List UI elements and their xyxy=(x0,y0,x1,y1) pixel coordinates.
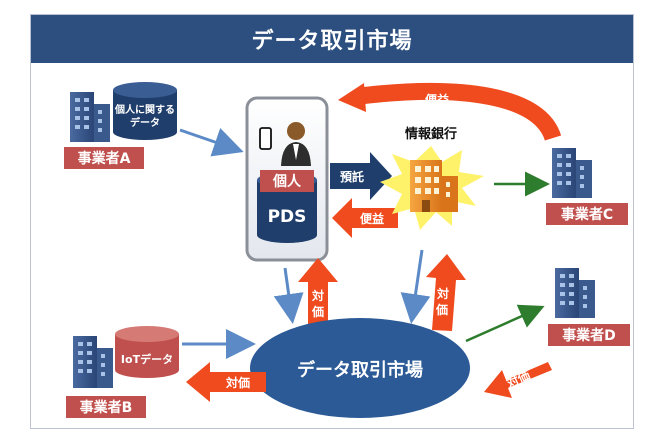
diagram-title: データ取引市場 xyxy=(31,15,633,63)
business-a-label-box xyxy=(64,147,144,169)
business-a-label: 事業者A xyxy=(78,150,131,167)
personal-data-label-2: データ xyxy=(130,116,160,129)
price-bank-label: 対価 xyxy=(0,0,2,1)
entrust-arrow xyxy=(330,152,392,200)
pds-label: PDS xyxy=(268,207,307,227)
business-d-building-icon xyxy=(555,268,595,318)
business-b-building-icon xyxy=(73,336,113,388)
entrust-label: 預託 xyxy=(340,169,364,184)
arrow-bank-to-market xyxy=(400,249,431,324)
business-c-building-icon xyxy=(552,148,592,198)
iot-data-database-icon xyxy=(115,326,179,378)
price-pds-label-2: 価 xyxy=(311,304,324,319)
person-label: 個人 xyxy=(272,173,302,190)
data-market-label: データ取引市場 xyxy=(297,359,423,381)
smartphone-icon xyxy=(259,127,272,150)
arrow-a-to-pds xyxy=(179,127,244,157)
price-b-label: 対価 xyxy=(225,375,250,390)
bank-building-icon xyxy=(410,160,458,212)
personal-data-label-1: 個人に関する xyxy=(114,103,175,116)
business-d-label: 事業者D xyxy=(562,327,616,344)
person-icon xyxy=(281,122,311,166)
price-pds-label-1: 対 xyxy=(311,288,324,303)
iot-data-label: IoTデータ xyxy=(121,352,173,366)
person-label-box xyxy=(260,170,314,192)
price-bank-label-1: 対 xyxy=(436,286,449,301)
bank-label: 情報銀行 xyxy=(405,126,457,142)
price-bank-label-2: 価 xyxy=(435,302,448,317)
price-b-arrow xyxy=(186,362,266,402)
price-bank-arrow xyxy=(426,254,466,331)
arrow-market-to-d xyxy=(465,304,545,343)
price-d-arrow xyxy=(484,362,552,398)
business-b-label-box xyxy=(66,396,146,418)
benefit-top-arrow xyxy=(338,82,562,142)
data-market-ellipse xyxy=(250,318,470,418)
benefit-mid-arrow xyxy=(332,198,398,238)
arrow-pds-to-market xyxy=(273,267,304,324)
business-a-building-icon xyxy=(70,92,110,142)
price-pds-arrow xyxy=(298,258,338,332)
personal-data-database-icon xyxy=(113,82,177,140)
benefit-top-label: 便益 xyxy=(425,92,449,107)
business-d-label-box xyxy=(548,324,630,346)
benefit-mid-label: 便益 xyxy=(360,211,384,226)
price-pds-label: 対価 xyxy=(0,0,2,1)
business-c-label: 事業者C xyxy=(561,206,613,223)
business-b-label: 事業者B xyxy=(80,399,133,416)
business-c-label-box xyxy=(546,203,628,225)
